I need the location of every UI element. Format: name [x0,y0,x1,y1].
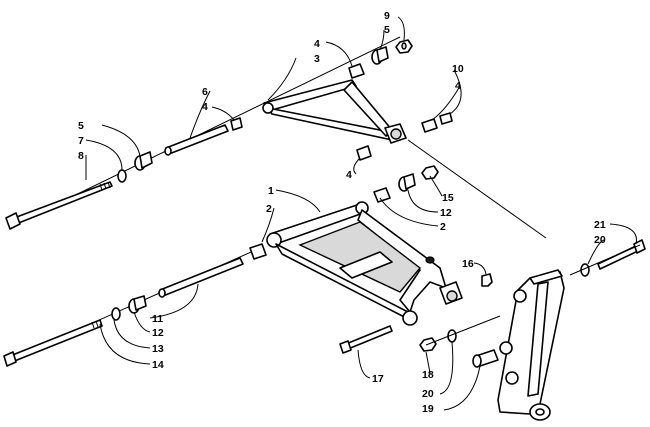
callout-9: 9 [384,10,390,22]
callout-5-top: 5 [384,24,390,36]
callout-20-upper: 20 [594,234,606,246]
lower-short-bolt [339,325,393,354]
callout-4-left: 4 [202,101,208,113]
upper-a-arm [262,79,407,144]
callout-15: 15 [442,192,454,204]
lower-flanged-bushing-right [398,173,416,192]
lower-a-arm [266,201,463,326]
callout-11: 11 [152,313,163,325]
callout-14: 14 [152,359,164,371]
upper-bushing-right-a [421,118,438,133]
lower-washer [111,307,121,321]
leader-lines [85,16,637,411]
callout-13: 13 [152,343,164,355]
callout-19: 19 [422,403,434,415]
upper-bushing-loose [356,145,372,161]
callout-4-loose: 4 [346,169,352,181]
upper-long-bolt [5,181,113,230]
upper-bushing-right-b [439,112,453,125]
callout-2-left: 2 [266,203,272,215]
callout-18: 18 [422,369,434,381]
upper-bushing-top [348,63,365,79]
callout-20-lower: 20 [422,388,434,400]
callout-16: 16 [462,258,474,270]
callout-8: 8 [78,150,84,162]
upper-bushing-left [230,117,243,131]
upper-flanged-bushing-left [134,151,153,171]
callout-12-left: 12 [152,327,164,339]
callout-6: 6 [202,86,208,98]
callout-5-left: 5 [78,120,84,132]
spindle-bolt [472,349,499,368]
spindle-upper-axis [569,244,641,276]
upper-flanged-bushing-top [371,46,389,65]
callout-4-right: 4 [455,80,461,92]
lower-nut-front [481,273,493,287]
spindle-ball-joint-axis [407,139,547,239]
lower-nut-rear [421,165,439,180]
lower-long-bolt [3,319,103,367]
callout-4-top: 4 [314,38,320,50]
callout-21: 21 [594,219,606,231]
callout-1: 1 [268,185,274,197]
callout-12-right: 12 [440,207,452,219]
callout-17: 17 [372,373,384,385]
lower-bushing-left [249,243,267,260]
callout-3: 3 [314,53,320,65]
upper-washer [117,169,127,183]
upper-pivot-tube [165,124,229,155]
upper-a-arm-assembly [5,36,453,230]
callout-7: 7 [78,135,84,147]
spindle-assembly [407,139,646,421]
callout-2-right: 2 [440,221,446,233]
spindle-lower-axis [425,315,501,346]
callout-10: 10 [452,63,464,75]
spindle [497,269,565,421]
lower-a-arm-assembly [3,165,493,367]
lower-bushing-right [373,187,391,203]
lower-flanged-bushing-left [128,295,147,314]
lower-pivot-tube [159,257,244,297]
callout-labels: 9 5 4 3 10 4 6 4 5 7 8 4 1 2 15 12 2 16 … [78,10,606,415]
